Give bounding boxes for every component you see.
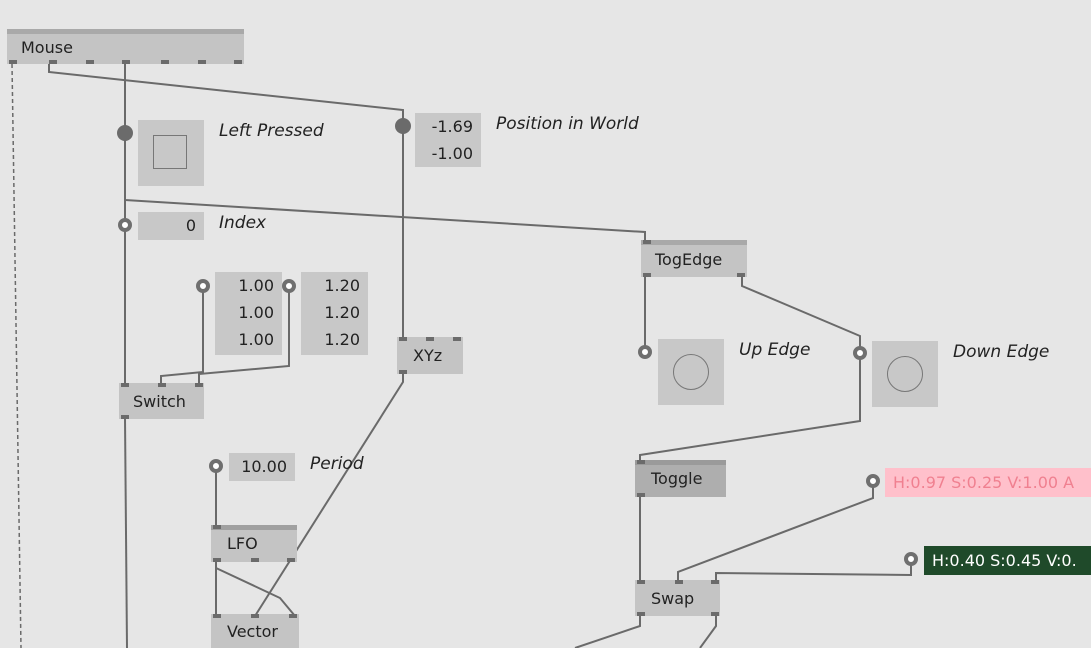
left-pressed-pin[interactable]: [117, 125, 133, 141]
down-edge-bang[interactable]: [872, 341, 938, 407]
togedge-input-pin[interactable]: [643, 240, 651, 244]
xyz-node[interactable]: XYz: [397, 337, 463, 374]
vector-b-z[interactable]: 1.20: [324, 330, 360, 349]
mouse-output-pin[interactable]: [198, 60, 206, 64]
switch-input-pin[interactable]: [121, 383, 129, 387]
lfo-node-label: LFO: [227, 534, 258, 553]
color-b-pin[interactable]: [904, 552, 918, 566]
vector-b-x[interactable]: 1.20: [324, 276, 360, 295]
toggle-input-pin[interactable]: [637, 460, 645, 464]
mouse-output-pin[interactable]: [161, 60, 169, 64]
left-pressed-toggle[interactable]: [138, 120, 204, 186]
checkbox-square-icon: [153, 135, 187, 169]
color-a-value[interactable]: H:0.97 S:0.25 V:1.00 A: [885, 468, 1091, 497]
lfo-output-pin[interactable]: [251, 558, 259, 562]
xyz-input-pin[interactable]: [399, 337, 407, 341]
lfo-output-pin[interactable]: [213, 558, 221, 562]
lfo-node[interactable]: LFO: [211, 525, 297, 562]
vector-a-z[interactable]: 1.00: [238, 330, 274, 349]
mouse-output-pin[interactable]: [9, 60, 17, 64]
index-value-box[interactable]: 0: [138, 212, 204, 240]
vector-a-pin[interactable]: [196, 279, 210, 293]
vector-input-pin[interactable]: [289, 614, 297, 618]
lfo-input-pin[interactable]: [213, 525, 221, 529]
swap-output-pin[interactable]: [711, 612, 719, 616]
period-label: Period: [310, 454, 364, 474]
vector-node[interactable]: Vector: [211, 614, 299, 648]
vector-a-y[interactable]: 1.00: [238, 303, 274, 322]
vector-b-y[interactable]: 1.20: [324, 303, 360, 322]
mouse-output-pin[interactable]: [122, 60, 130, 64]
up-edge-pin[interactable]: [638, 345, 652, 359]
vector-a-x[interactable]: 1.00: [238, 276, 274, 295]
toggle-output-pin[interactable]: [637, 493, 645, 497]
left-pressed-label: Left Pressed: [219, 121, 324, 141]
period-value[interactable]: 10.00: [241, 457, 287, 476]
position-y-value[interactable]: -1.00: [431, 144, 473, 163]
vector-b-box[interactable]: 1.20 1.20 1.20: [301, 272, 368, 355]
toggle-node-label: Toggle: [651, 469, 703, 488]
vector-node-label: Vector: [227, 621, 278, 641]
xyz-node-label: XYz: [413, 346, 443, 365]
up-edge-label: Up Edge: [739, 340, 811, 360]
color-b-value[interactable]: H:0.40 S:0.45 V:0.: [924, 546, 1091, 575]
node-titlebar: [211, 525, 297, 530]
position-value-box[interactable]: -1.69 -1.00: [415, 113, 481, 167]
down-edge-label: Down Edge: [953, 342, 1050, 362]
period-pin[interactable]: [209, 459, 223, 473]
lfo-output-pin[interactable]: [287, 558, 295, 562]
node-titlebar: [635, 460, 726, 465]
switch-node[interactable]: Switch: [119, 383, 204, 419]
up-edge-bang[interactable]: [658, 339, 724, 405]
vector-input-pin[interactable]: [251, 614, 259, 618]
togedge-output-pin[interactable]: [643, 273, 651, 277]
mouse-output-pin[interactable]: [234, 60, 242, 64]
swap-input-pin[interactable]: [711, 580, 719, 584]
vector-b-pin[interactable]: [282, 279, 296, 293]
position-x-value[interactable]: -1.69: [431, 117, 473, 136]
swap-node-label: Swap: [651, 588, 695, 608]
node-titlebar: [641, 240, 747, 245]
mouse-node[interactable]: Mouse: [7, 29, 244, 64]
mouse-output-pin[interactable]: [86, 60, 94, 64]
index-pin[interactable]: [118, 218, 132, 232]
vector-input-pin[interactable]: [213, 614, 221, 618]
swap-input-pin[interactable]: [637, 580, 645, 584]
index-value[interactable]: 0: [185, 216, 196, 235]
switch-output-pin[interactable]: [121, 415, 129, 419]
swap-input-pin[interactable]: [675, 580, 683, 584]
bang-circle-icon: [673, 354, 709, 390]
color-a-pin[interactable]: [866, 474, 880, 488]
toggle-node[interactable]: Toggle: [635, 460, 726, 497]
mouse-output-pin[interactable]: [49, 60, 57, 64]
mouse-node-label: Mouse: [21, 38, 73, 57]
swap-node[interactable]: Swap: [635, 580, 720, 616]
position-pin[interactable]: [395, 118, 411, 134]
togedge-output-pin[interactable]: [737, 273, 745, 277]
node-titlebar: [7, 29, 244, 34]
vector-a-box[interactable]: 1.00 1.00 1.00: [215, 272, 282, 355]
bang-circle-icon: [887, 356, 923, 392]
position-in-world-label: Position in World: [496, 114, 639, 134]
swap-output-pin[interactable]: [637, 612, 645, 616]
xyz-input-pin[interactable]: [426, 337, 434, 341]
togedge-node[interactable]: TogEdge: [641, 240, 747, 277]
down-edge-pin[interactable]: [853, 346, 867, 360]
switch-input-pin[interactable]: [158, 383, 166, 387]
xyz-input-pin[interactable]: [453, 337, 461, 341]
period-value-box[interactable]: 10.00: [229, 453, 295, 481]
switch-input-pin[interactable]: [195, 383, 203, 387]
switch-node-label: Switch: [133, 391, 186, 411]
togedge-node-label: TogEdge: [655, 250, 723, 269]
index-label: Index: [219, 213, 267, 233]
xyz-output-pin[interactable]: [399, 370, 407, 374]
